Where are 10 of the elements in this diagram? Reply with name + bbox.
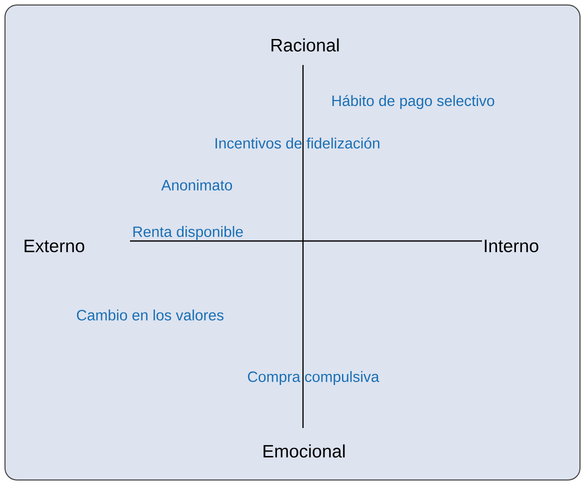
- factor-label: Incentivos de fidelización: [216, 137, 380, 149]
- axis-label: Emocional: [264, 444, 345, 458]
- factor-label: Cambio en los valores: [76, 310, 224, 320]
- factor-label: Hábito de pago selectivo: [332, 94, 494, 110]
- factor-label: Anonimato: [161, 180, 232, 190]
- axis-label: Externo: [24, 240, 84, 252]
- axis-label: Interno: [484, 240, 538, 252]
- factor-label: Compra compulsiva: [248, 371, 380, 385]
- factor-label: Renta disponible: [133, 226, 243, 240]
- axis-label: Racional: [272, 38, 339, 52]
